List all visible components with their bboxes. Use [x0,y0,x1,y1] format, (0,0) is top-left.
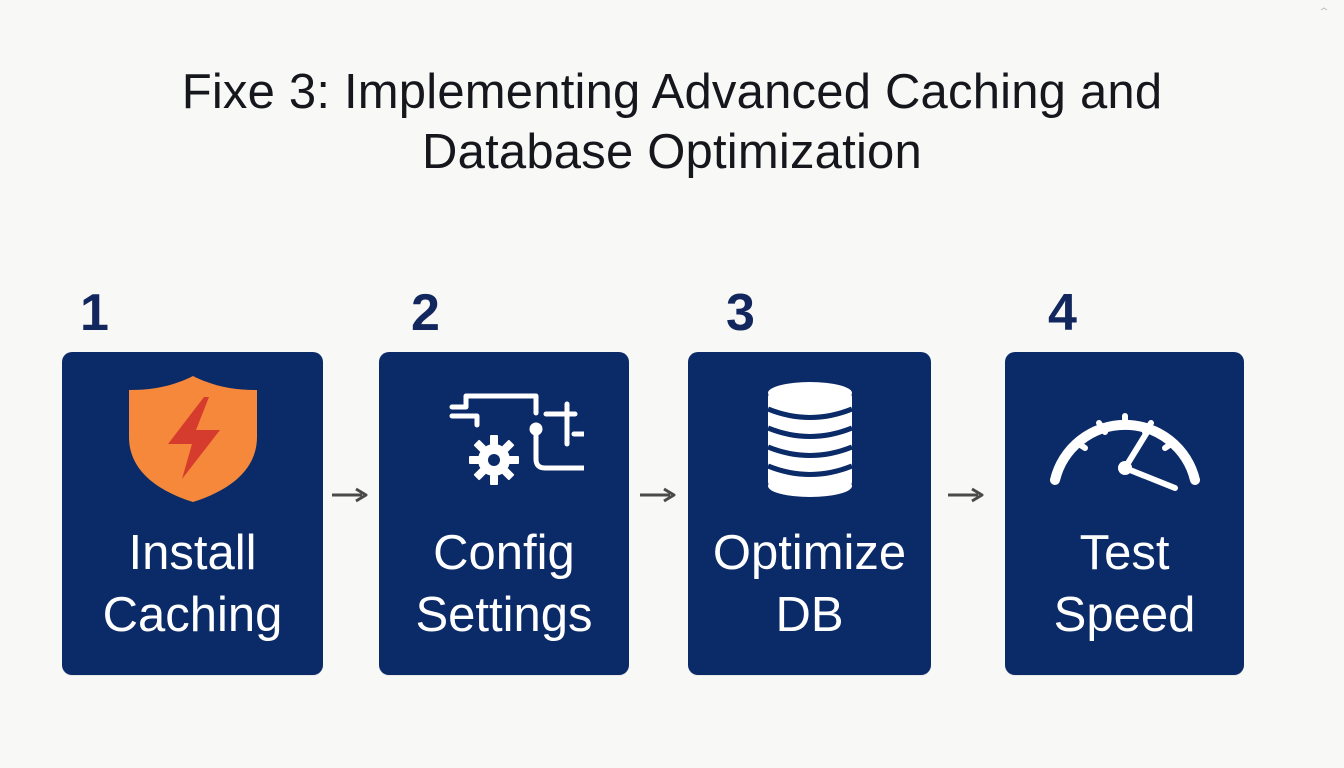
gear-pipes-icon [449,393,584,485]
step-2-label-line-1: Config [433,526,575,580]
step-2-number: 2 [411,284,440,342]
speedometer-icon [1049,413,1200,491]
step-3-label-line-1: Optimize [712,526,907,580]
arrow-right-icon [640,487,676,503]
step-card-test-speed: Test Speed [1005,352,1244,675]
database-icon [766,382,853,497]
step-2-label-line-2: Settings [415,588,593,642]
step-4-label: Test Speed [1005,522,1244,646]
arrow-right-icon [332,487,368,503]
shield-lightning-icon [128,376,257,502]
step-4-number: 4 [1048,284,1077,342]
step-4-label-line-1: Test [1079,526,1170,580]
title-line-1: Fixe 3: Implementing Advanced Caching an… [181,65,1163,119]
step-4-label-line-2: Speed [1053,588,1196,642]
step-3-number: 3 [726,284,755,342]
step-3-label-line-2: DB [775,588,844,642]
step-2-label: Config Settings [379,522,629,646]
step-1-label: Install Caching [62,522,323,646]
step-1-label-line-1: Install [128,526,257,580]
corner-mark [1320,7,1328,11]
step-card-install-caching: Install Caching [62,352,323,675]
step-card-optimize-db: Optimize DB [688,352,931,675]
title-line-2: Database Optimization [422,125,922,179]
step-card-config-settings: Config Settings [379,352,629,675]
arrow-right-icon [948,487,984,503]
step-3-label: Optimize DB [688,522,931,646]
step-1-label-line-2: Caching [102,588,283,642]
step-1-number: 1 [80,284,109,342]
page-title: Fixe 3: Implementing Advanced Caching an… [0,62,1344,182]
